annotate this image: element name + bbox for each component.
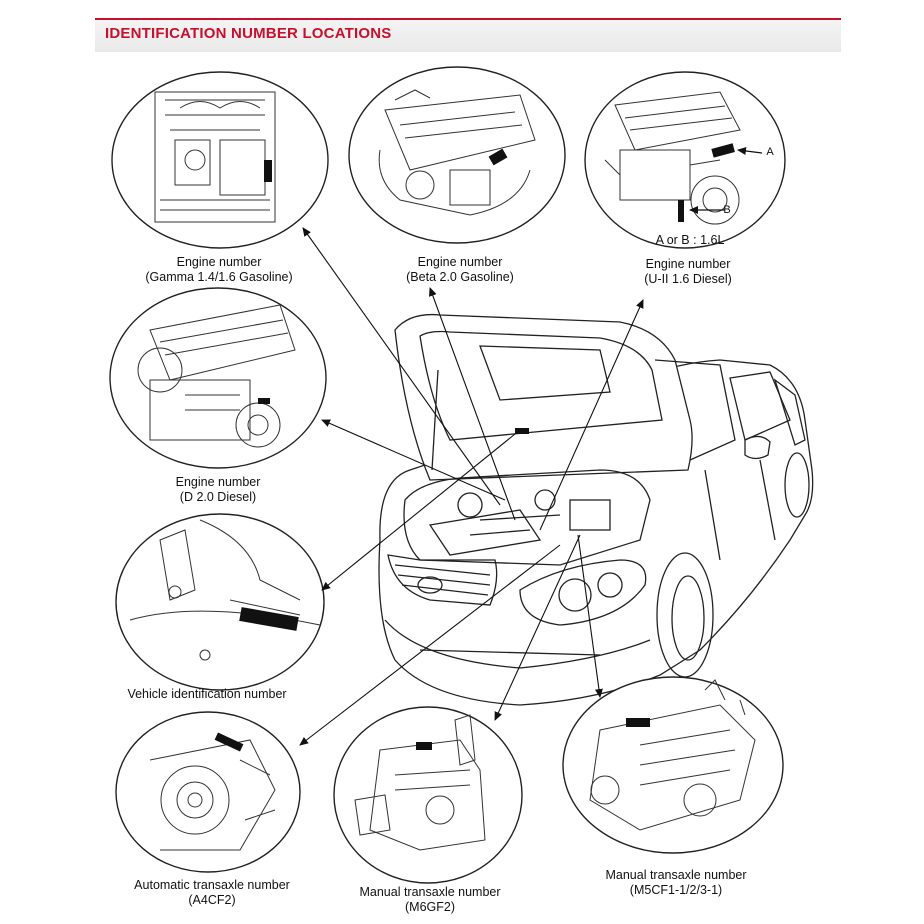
beta-engine-label: Engine number (Beta 2.0 Gasoline) bbox=[406, 255, 514, 285]
a4cf2-label-line2: (A4CF2) bbox=[188, 893, 236, 907]
d20-engine-circle bbox=[109, 287, 327, 469]
m5cf1-circle bbox=[562, 676, 784, 854]
d20-label-line2: (D 2.0 Diesel) bbox=[179, 490, 257, 504]
m6gf2-circle bbox=[333, 706, 523, 884]
u2-mark-a: A bbox=[766, 146, 774, 158]
u2-label-line1: Engine number bbox=[645, 257, 731, 271]
car-illustration bbox=[378, 313, 814, 706]
u2-note-label: A or B : 1.6L bbox=[656, 233, 725, 248]
section-header: IDENTIFICATION NUMBER LOCATIONS bbox=[95, 18, 841, 52]
m5cf1-label-line1: Manual transaxle number bbox=[605, 868, 747, 882]
u2-engine-label: Engine number (U-II 1.6 Diesel) bbox=[644, 257, 732, 287]
page-title: IDENTIFICATION NUMBER LOCATIONS bbox=[105, 25, 392, 42]
vin-circle bbox=[115, 513, 325, 691]
a4cf2-label-line1: Automatic transaxle number bbox=[134, 878, 290, 892]
gamma-engine-label: Engine number (Gamma 1.4/1.6 Gasoline) bbox=[145, 255, 292, 285]
m6gf2-label: Manual transaxle number (M6GF2) bbox=[359, 885, 500, 915]
m5cf1-label: Manual transaxle number (M5CF1-1/2/3-1) bbox=[605, 868, 746, 898]
beta-engine-circle bbox=[348, 66, 566, 244]
m5cf1-label-line2: (M5CF1-1/2/3-1) bbox=[629, 883, 723, 897]
gamma-label-line2: (Gamma 1.4/1.6 Gasoline) bbox=[145, 270, 293, 284]
a4cf2-label: Automatic transaxle number (A4CF2) bbox=[134, 878, 290, 908]
u2-engine-circle bbox=[584, 71, 786, 249]
vin-label: Vehicle identification number bbox=[127, 687, 286, 702]
a4cf2-circle bbox=[115, 711, 301, 873]
gamma-engine-circle bbox=[111, 71, 329, 249]
u2-label-line2: (U-II 1.6 Diesel) bbox=[644, 272, 732, 286]
m6gf2-label-line1: Manual transaxle number bbox=[359, 885, 501, 899]
d20-engine-label: Engine number (D 2.0 Diesel) bbox=[176, 475, 261, 505]
gamma-label-line1: Engine number bbox=[176, 255, 262, 269]
beta-label-line2: (Beta 2.0 Gasoline) bbox=[406, 270, 514, 284]
beta-label-line1: Engine number bbox=[417, 255, 503, 269]
u2-mark-b: B bbox=[723, 204, 731, 216]
d20-label-line1: Engine number bbox=[175, 475, 261, 489]
m6gf2-label-line2: (M6GF2) bbox=[404, 900, 455, 914]
hood-id-mark bbox=[515, 428, 529, 434]
u2-note: A or B : 1.6L bbox=[655, 233, 725, 247]
leader-arrows bbox=[299, 227, 644, 746]
vin-label-line1: Vehicle identification number bbox=[127, 687, 287, 701]
